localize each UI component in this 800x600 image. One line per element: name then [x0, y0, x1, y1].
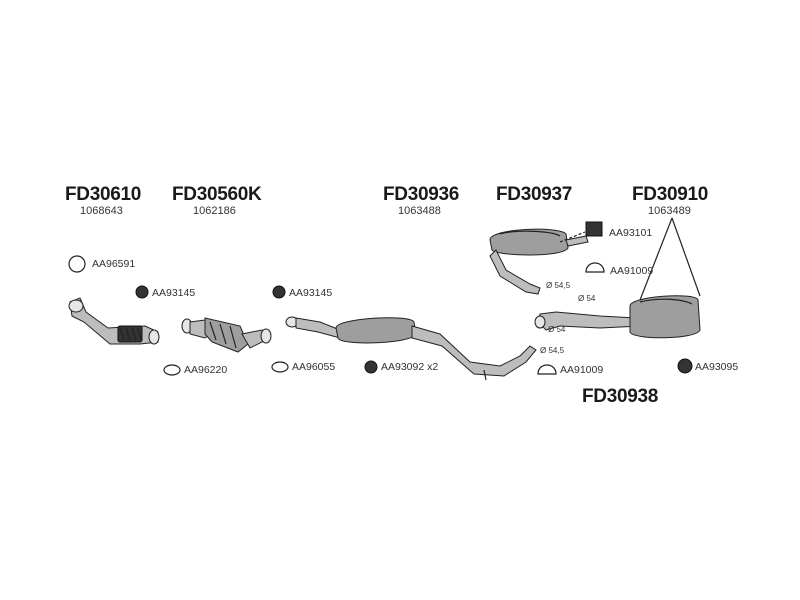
accessory-code: AA91009	[610, 265, 654, 277]
accessory-code: AA96220	[184, 364, 228, 376]
accessory-code: AA91009	[560, 364, 604, 376]
hanger-bracket-icon	[585, 221, 603, 237]
accessory-code: AA96591	[92, 258, 136, 270]
front-pipe-drawing	[68, 297, 160, 345]
accessory-code: AA93101	[609, 227, 653, 239]
oem-number: 1068643	[80, 205, 123, 217]
gasket-ring-icon	[68, 255, 86, 273]
part-code: FD30610	[65, 184, 142, 205]
pipe-diameter: Ø 54,5	[540, 346, 565, 355]
accessory-icons	[68, 221, 693, 376]
part-code: FD30937	[496, 184, 573, 205]
rubber-mount-icon	[272, 285, 286, 299]
part-code: FD30938	[582, 386, 659, 407]
accessory-code: AA96055	[292, 361, 336, 373]
rubber-mount-icon	[135, 285, 149, 299]
pipe-diameter: Ø 54,5	[546, 281, 571, 290]
oem-number: 1063488	[398, 205, 441, 217]
part-code: FD30910	[632, 184, 709, 205]
oem-number: 1063489	[648, 205, 691, 217]
rubber-mount-icon	[677, 358, 693, 374]
clamp-icon	[537, 364, 557, 375]
rear-silencer-lower-drawing	[534, 295, 701, 339]
flange-gasket-icon	[163, 364, 181, 376]
leader-lines	[559, 217, 701, 301]
catalytic-converter-drawing	[181, 317, 272, 353]
rubber-mount-icon	[364, 360, 378, 374]
accessory-code: AA93145	[289, 287, 333, 299]
pipe-diameter: Ø 54	[578, 294, 596, 303]
part-code: FD30560K	[172, 184, 262, 205]
flange-gasket-icon	[271, 361, 289, 373]
accessory-code: AA93092 x2	[381, 361, 439, 373]
oem-number: 1062186	[193, 205, 236, 217]
rear-silencer-upper-drawing	[489, 228, 589, 295]
accessory-code: AA93145	[152, 287, 196, 299]
accessory-code: AA93095	[695, 361, 739, 373]
center-muffler-drawing	[285, 316, 537, 381]
part-code: FD30936	[383, 184, 460, 205]
pipe-diameter: Ø 54	[548, 325, 566, 334]
clamp-icon	[585, 262, 605, 273]
